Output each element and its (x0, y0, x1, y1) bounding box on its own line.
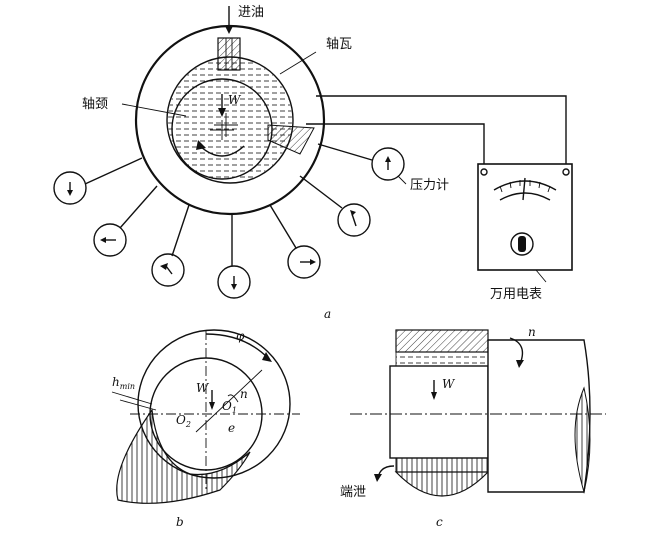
rotation-arc (199, 145, 245, 157)
rotation-arrowhead (196, 140, 206, 150)
bearing-shell-leader (279, 51, 317, 75)
pressure-gauge-leader (397, 175, 407, 185)
oil-inlet-arrowhead (225, 26, 233, 34)
shaft (487, 339, 591, 493)
caption-a: a (324, 307, 331, 321)
gauge-3 (151, 204, 190, 287)
bearing-shell-label: 轴瓦 (326, 37, 352, 52)
pressure-tap (267, 124, 315, 155)
pressure-distribution (116, 408, 251, 504)
phi-arrowhead (262, 352, 272, 362)
gauge-5 (269, 204, 321, 279)
shell-bottom (395, 457, 489, 473)
multimeter-leader (535, 269, 547, 283)
caption-c: c (436, 515, 443, 529)
journal-leader (121, 103, 187, 117)
meter-wire-1 (316, 95, 567, 168)
meter-wire-2 (306, 123, 485, 168)
load-label-c: W (442, 377, 456, 391)
gauge-4 (217, 214, 251, 299)
leakage-label: 端泄 (340, 485, 366, 500)
hmin-dim-2 (119, 399, 157, 411)
caption-b: b (176, 515, 184, 529)
bearing-shell-outer (134, 24, 326, 216)
journal-label: 轴颈 (82, 97, 108, 112)
oil-inlet-label: 进油 (238, 5, 264, 20)
o2-label: O2 (176, 413, 191, 429)
oil-film (168, 58, 292, 182)
figure-a: W 进油 轴瓦 轴颈 (53, 5, 573, 321)
load-arrowhead (218, 108, 226, 117)
hmin-label: hmin (112, 375, 135, 391)
line-of-centers (195, 369, 263, 433)
gauge-6 (299, 175, 371, 237)
load-label: W (228, 93, 242, 107)
phi-label: φ (236, 329, 245, 343)
pressure-profile-c (394, 471, 490, 497)
multimeter-label: 万用电表 (490, 287, 542, 302)
figure-b: φ W n O1 O2 e hmin b (111, 329, 300, 529)
o1-label: O1 (222, 399, 237, 415)
pressure-gauges (53, 143, 405, 299)
pressure-gauge-label: 压力计 (410, 178, 449, 193)
phi-arc (205, 333, 269, 359)
multimeter (477, 163, 573, 271)
bearing-b-outer (137, 329, 291, 479)
hmin-dim-1 (111, 391, 153, 405)
gauge-1 (53, 157, 143, 205)
journal-c-inner (389, 365, 489, 459)
shell-top (395, 329, 489, 353)
speed-label-c: n (528, 325, 536, 339)
speed-label-b: n (240, 387, 248, 401)
gauge-7 (317, 143, 405, 181)
figure-c: W n 端泄 c (340, 325, 606, 529)
oil-film-top (395, 351, 489, 367)
load-label-b: W (196, 381, 210, 395)
gauge-2 (93, 185, 158, 257)
bearing-shell-bore (166, 56, 294, 184)
eccentricity-label: e (228, 421, 235, 435)
